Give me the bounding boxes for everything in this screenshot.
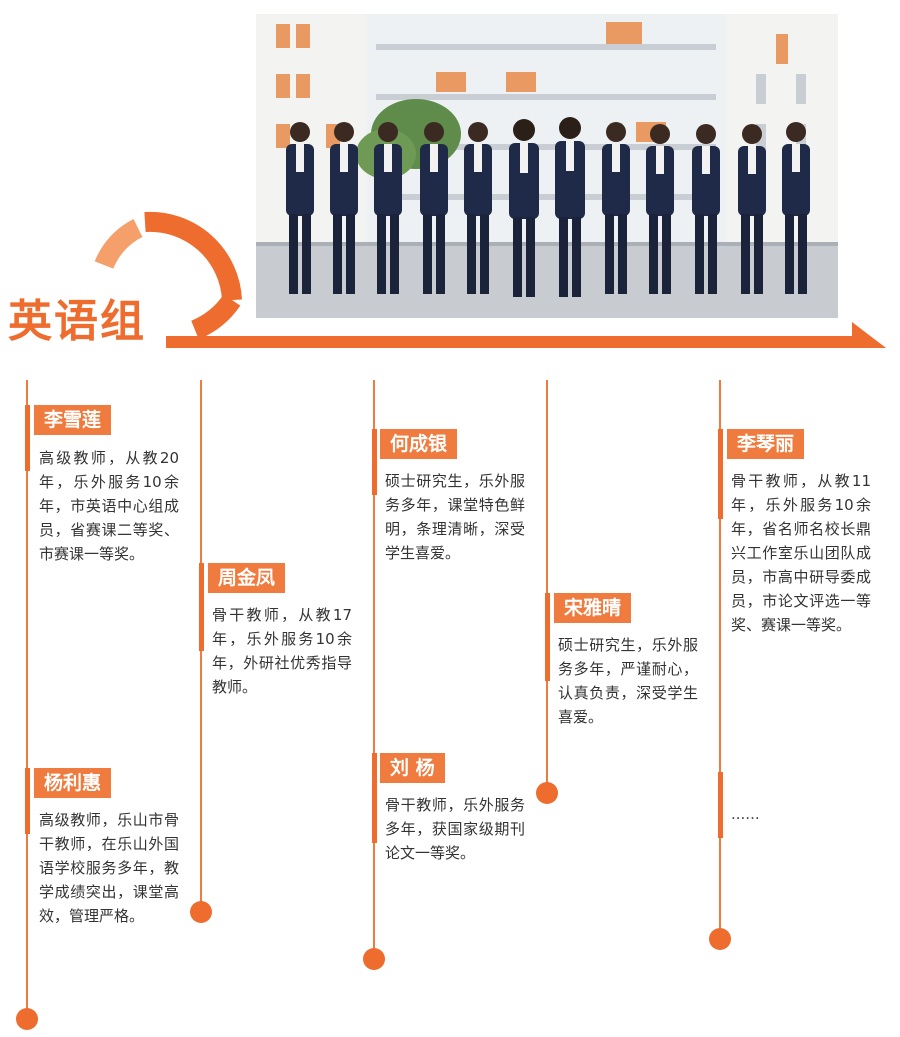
timeline-dot-3: [363, 948, 385, 970]
teacher-name: 宋雅晴: [554, 593, 632, 623]
name-tab-marker: [372, 429, 377, 495]
group-title: 英语组: [8, 296, 146, 347]
name-tab-marker: [199, 563, 204, 651]
timeline-line-5: [719, 380, 721, 936]
timeline-dot-2: [190, 901, 212, 923]
timeline-line-1: [26, 380, 28, 1020]
name-tab-marker: [718, 772, 723, 838]
timeline-dot-1: [16, 1008, 38, 1030]
teacher-desc: 高级教师，乐山市骨干教师，在乐山外国语学校服务多年，教学成绩突出，课堂高效，管理…: [39, 811, 179, 925]
group-photo: [256, 14, 838, 318]
teacher-desc: 高级教师，从教20年，乐外服务10余年，市英语中心组成员，省赛课二等奖、市赛课一…: [39, 449, 179, 563]
teacher-desc: 骨干教师，从教17年，乐外服务10余年，外研社优秀指导教师。: [212, 606, 352, 696]
teacher-desc: 骨干教师，乐外服务多年，获国家级期刊论文一等奖。: [385, 796, 525, 862]
teacher-name: 何成银: [380, 429, 458, 459]
name-tab-marker: [718, 429, 723, 519]
teacher-name: 李琴丽: [727, 429, 805, 459]
name-tab-marker: [545, 593, 550, 681]
teacher-desc: 硕士研究生，乐外服务多年，课堂特色鲜明，条理清晰，深受学生喜爱。: [385, 472, 525, 562]
teacher-name: 周金凤: [208, 563, 286, 593]
name-tab-marker: [372, 753, 377, 843]
timeline-line-4: [546, 380, 548, 792]
name-tab-marker: [25, 768, 30, 834]
more-ellipsis: ......: [731, 805, 760, 823]
decorative-arc: [94, 211, 242, 340]
timeline-dot-5: [709, 928, 731, 950]
timeline-dot-4: [536, 782, 558, 804]
teacher-name: 李雪莲: [34, 405, 112, 435]
teacher-name: 刘 杨: [380, 753, 445, 783]
name-tab-marker: [25, 405, 30, 471]
banner-arrow: [166, 322, 886, 348]
group-photo-illustration: [256, 14, 838, 318]
teacher-name: 杨利惠: [34, 768, 112, 798]
teacher-desc: 硕士研究生，乐外服务多年，严谨耐心，认真负责，深受学生喜爱。: [558, 636, 698, 726]
timeline-line-3: [373, 380, 375, 958]
teacher-desc: 骨干教师，从教11年，乐外服务10余年，省名师名校长鼎兴工作室乐山团队成员，市高…: [731, 472, 871, 634]
